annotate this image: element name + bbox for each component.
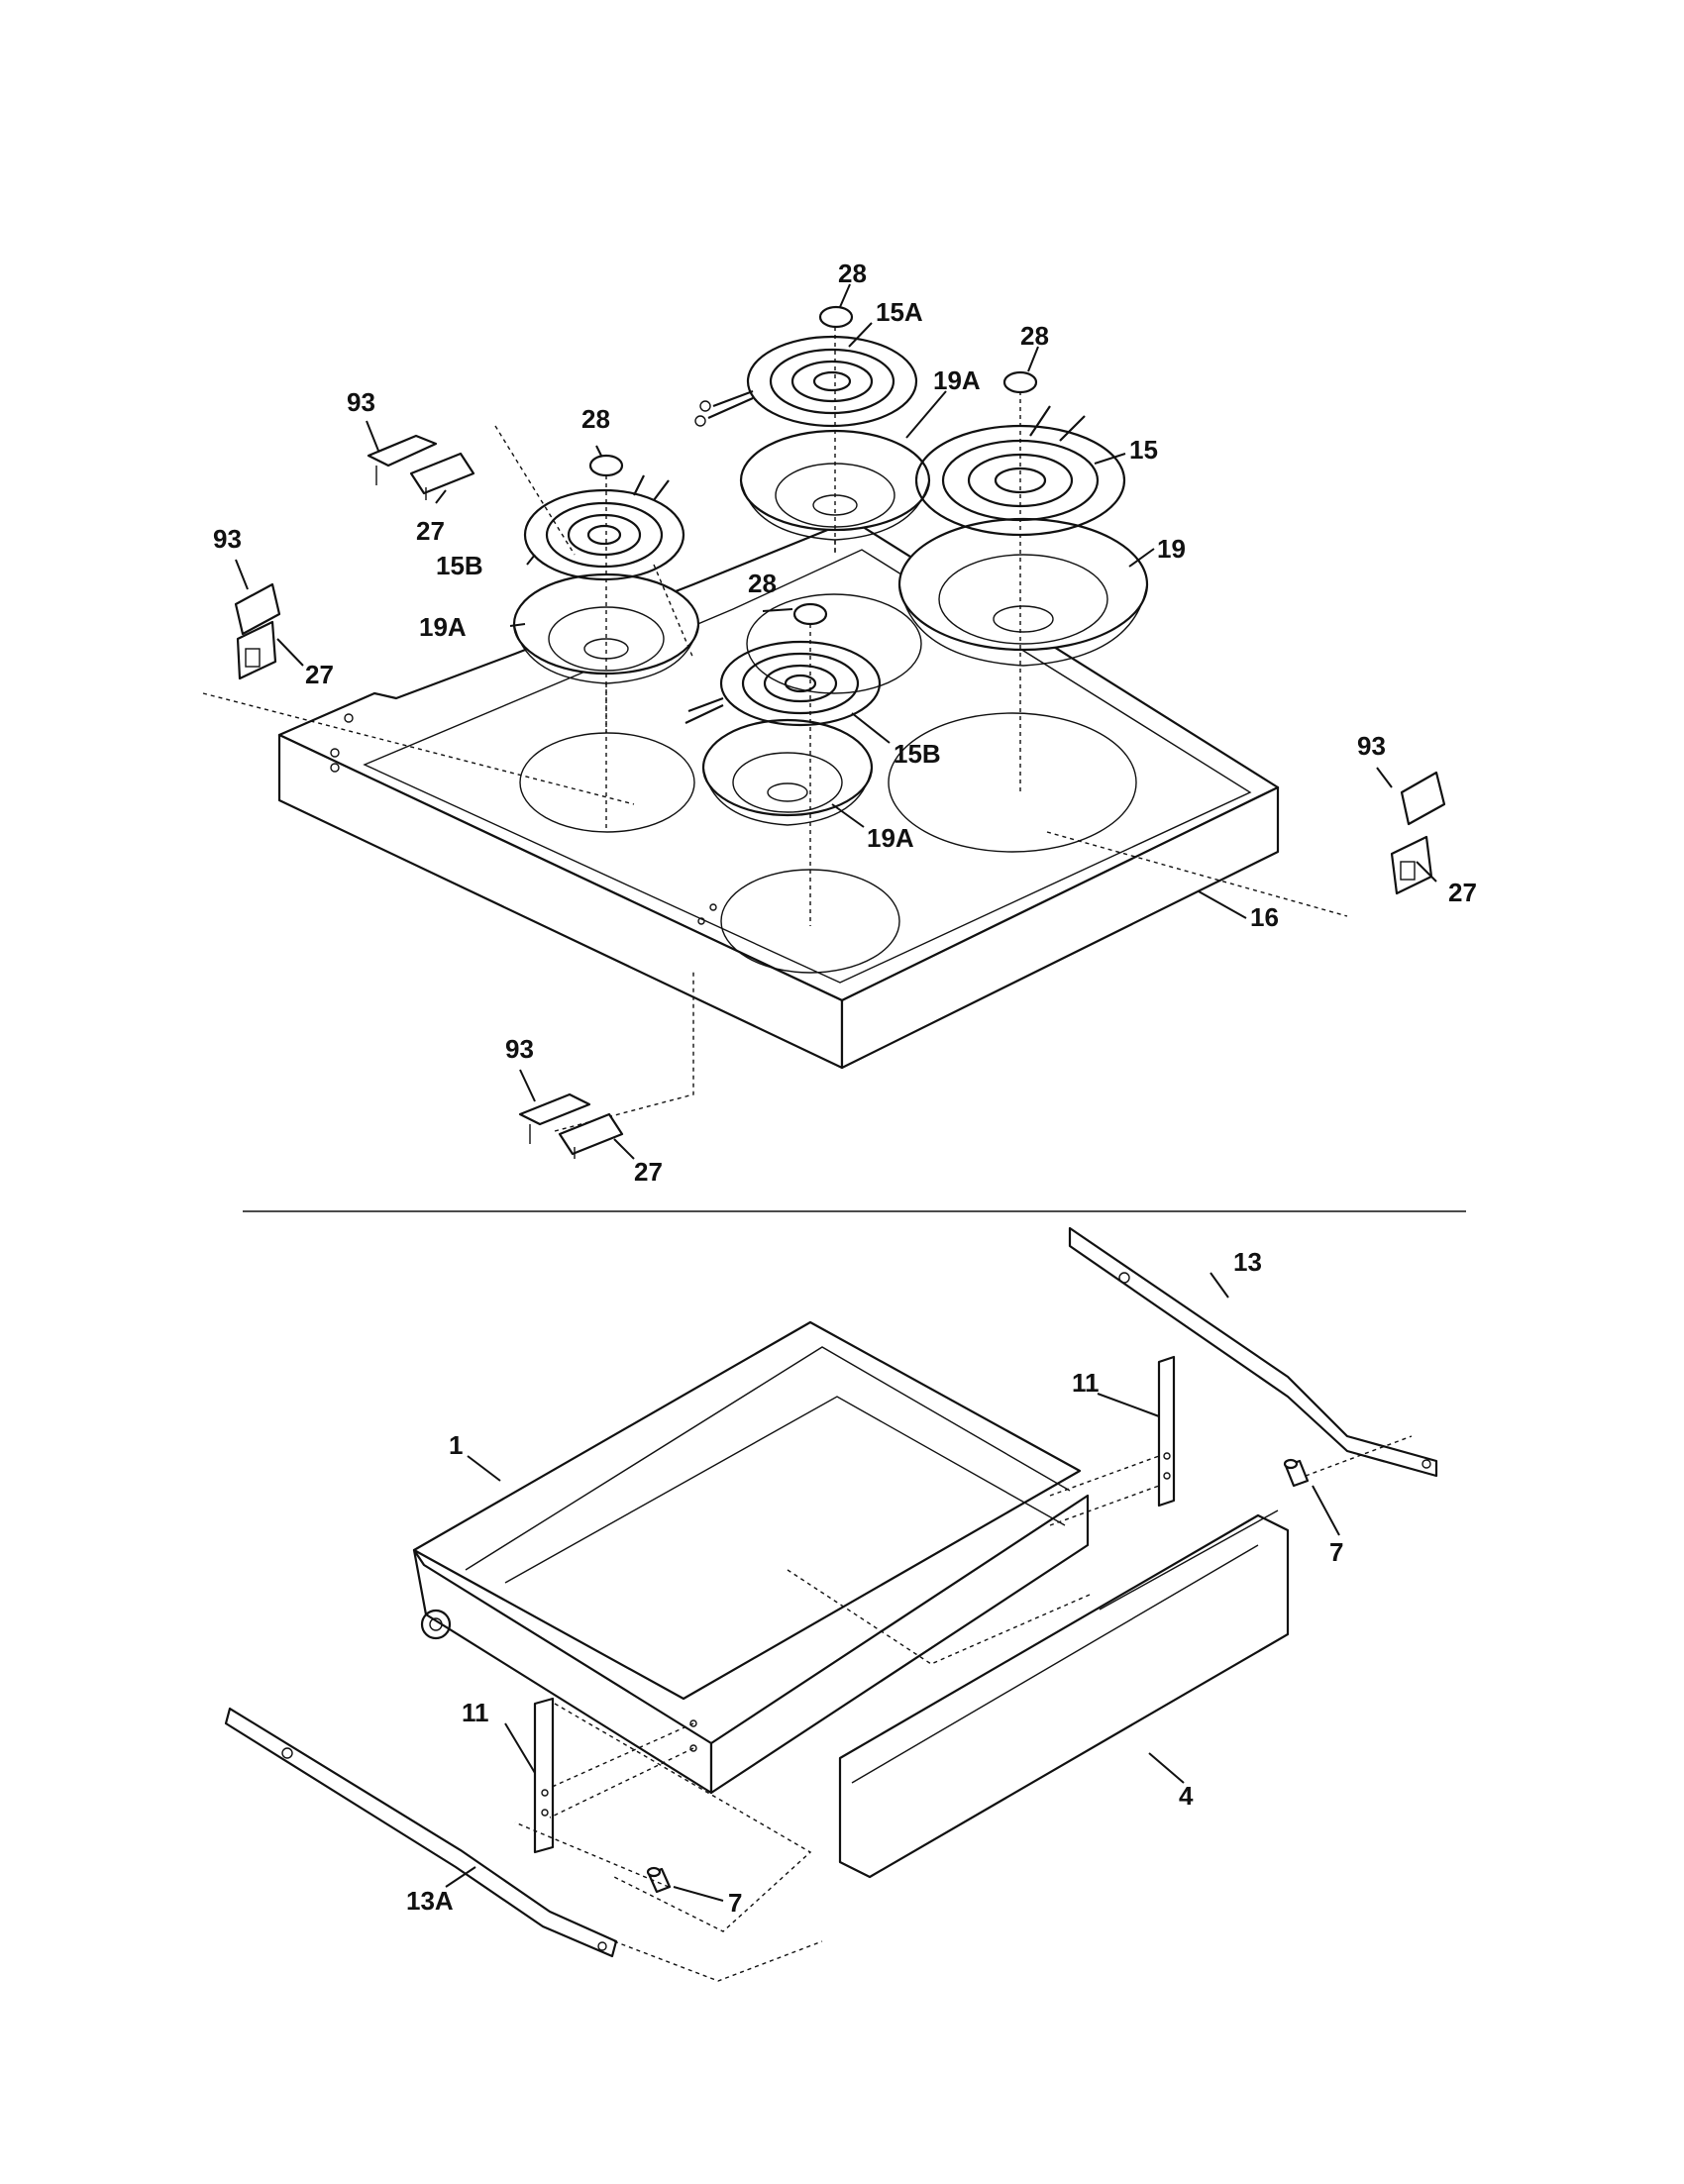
receptacle-93-27-front <box>518 1092 624 1159</box>
callout-19A: 19A <box>933 365 981 395</box>
callout-27: 27 <box>634 1157 663 1187</box>
callout-15B: 15B <box>894 739 941 769</box>
drawer-bracket-11-right <box>1157 1355 1176 1508</box>
callout-16: 16 <box>1250 902 1279 932</box>
receptacle-93-27-left <box>234 582 281 680</box>
callout-11: 11 <box>462 1698 489 1727</box>
drip-bowl-19 <box>897 517 1149 667</box>
drawer-guide-lines <box>514 1435 1413 1982</box>
drip-bowl-19A-front <box>701 718 874 826</box>
callout-27: 27 <box>305 660 334 689</box>
callout-93: 93 <box>213 524 242 554</box>
callout-13A: 13A <box>406 1886 454 1916</box>
callout-19A: 19A <box>867 823 914 853</box>
drawer-roller-7 <box>646 1458 1310 1894</box>
callout-7: 7 <box>728 1888 742 1918</box>
drawer-body <box>412 1320 1090 1795</box>
surface-element-15B-left <box>523 474 685 581</box>
callout-labels: 28 15A 28 19A 15 93 28 27 15B 19 93 28 1… <box>213 259 1477 1918</box>
callout-93: 93 <box>505 1034 534 1064</box>
drawer-slide-rail-13A <box>224 1707 618 1958</box>
leader-lines <box>235 283 1437 1902</box>
receptacle-93-27-top <box>367 434 475 500</box>
callout-27: 27 <box>416 516 445 546</box>
callout-19: 19 <box>1157 534 1186 564</box>
callout-27: 27 <box>1448 878 1477 907</box>
surface-element-15B-front <box>684 640 882 727</box>
surface-element-15A <box>694 335 918 428</box>
callout-28: 28 <box>1020 321 1049 351</box>
callout-28: 28 <box>581 404 610 434</box>
callout-15B: 15B <box>436 551 483 580</box>
drawer-bracket-11-left <box>533 1697 555 1854</box>
callout-15A: 15A <box>876 297 923 327</box>
drawer-front-panel <box>838 1509 1290 1879</box>
element-cap-28 <box>588 305 1038 626</box>
callout-19A: 19A <box>419 612 467 642</box>
callout-7: 7 <box>1329 1537 1343 1567</box>
callout-93: 93 <box>1357 731 1386 761</box>
callout-28: 28 <box>748 569 777 598</box>
callout-13: 13 <box>1233 1247 1262 1277</box>
callout-11: 11 <box>1072 1368 1100 1398</box>
callout-1: 1 <box>449 1430 463 1460</box>
callout-15: 15 <box>1129 435 1158 465</box>
callout-4: 4 <box>1179 1781 1194 1811</box>
callout-28: 28 <box>838 259 867 288</box>
drawer-slide-rail-13 <box>1068 1226 1438 1478</box>
callout-93: 93 <box>347 387 375 417</box>
receptacle-93-27-right <box>1390 771 1446 895</box>
